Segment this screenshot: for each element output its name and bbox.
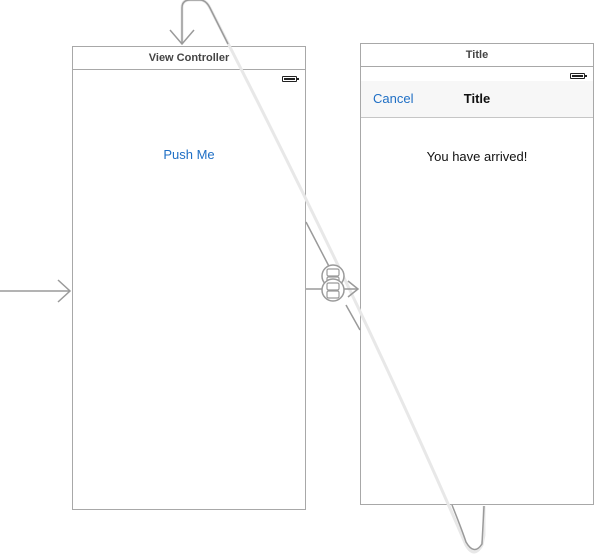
battery-icon (282, 76, 299, 82)
arrived-label: You have arrived! (426, 149, 528, 164)
destination-view-controller-scene[interactable]: Title Cancel Title You have arrived! (360, 43, 594, 505)
scene-title-bar[interactable]: View Controller (73, 47, 305, 70)
scene-title-bar[interactable]: Title (361, 44, 593, 67)
connection-mid-segment (305, 221, 335, 277)
view-controller-scene[interactable]: View Controller Push Me (72, 46, 306, 510)
connection-mid-segment-2 (345, 304, 361, 331)
battery-icon (570, 73, 587, 79)
segue-arrow-head-icon (347, 280, 360, 298)
segue-icon[interactable] (321, 264, 345, 302)
scene-title: Title (465, 49, 489, 61)
scene-title: View Controller (148, 52, 230, 64)
push-me-button[interactable]: Push Me (163, 147, 215, 162)
entry-point-arrow-head-icon (57, 279, 72, 303)
connection-bottom-segment (451, 504, 485, 551)
nav-bar-title: Title (463, 91, 491, 106)
connection-arrow-head-icon (169, 29, 195, 46)
connection-top-segment (181, 0, 229, 45)
navigation-bar: Cancel Title (361, 81, 593, 118)
